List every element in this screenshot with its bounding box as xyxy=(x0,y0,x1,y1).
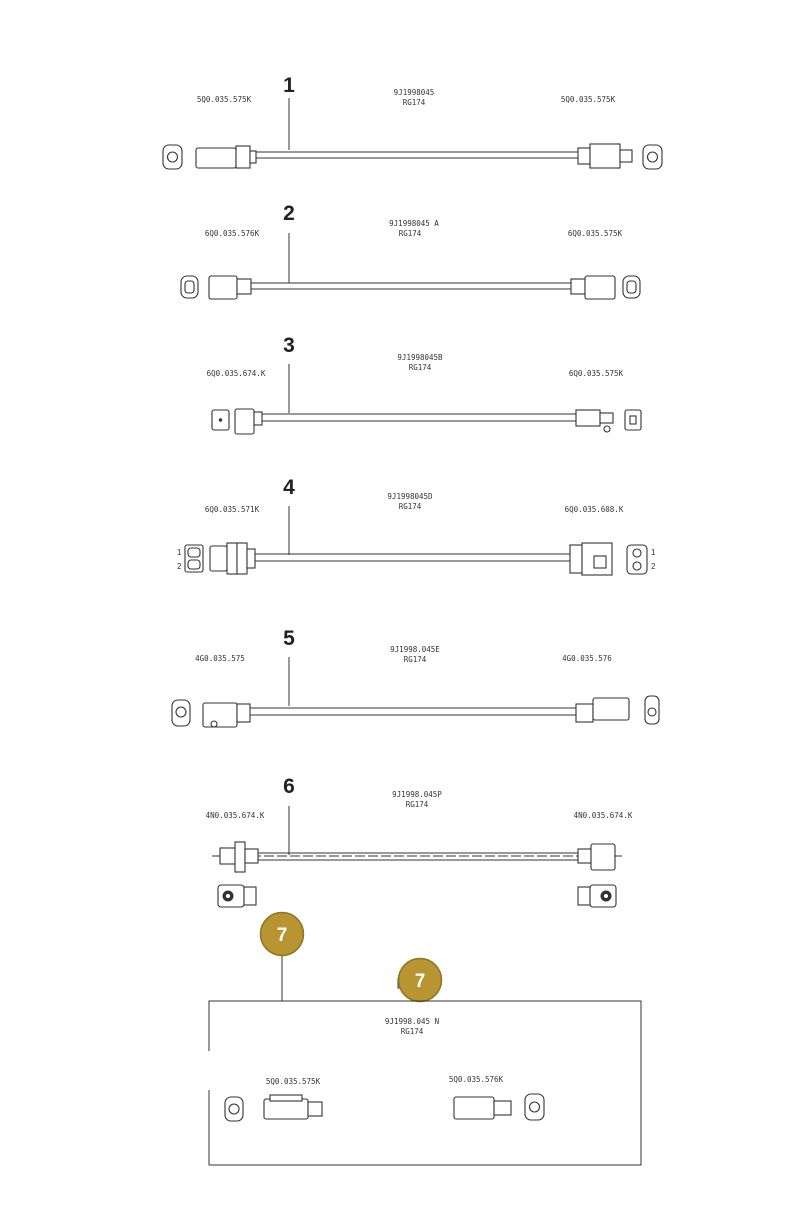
item-7-left-connector: 5Q0.035.575K xyxy=(266,1077,321,1086)
cable-4-pin-right-1: 1 xyxy=(651,548,656,557)
cable-2-cable-type: RG174 xyxy=(399,229,422,238)
cable-5-right-housing xyxy=(575,697,630,723)
cable-3-part-no: 9J1998045B xyxy=(397,353,443,362)
cable-1-right-connector: 5Q0.035.575K xyxy=(561,95,616,104)
cable-5-left-housing xyxy=(202,702,251,728)
cable-4-right-end-view xyxy=(626,544,648,575)
cable-2-right-end-view xyxy=(622,275,641,299)
item-7-kit-frame xyxy=(208,1000,642,1166)
cable-3-left-end-view xyxy=(211,409,230,431)
cable-2: 2 9J1998045 A RG174 6Q0.035.576K 6Q0.035… xyxy=(180,202,641,300)
item-7-left-connector-housing xyxy=(263,1094,323,1120)
cable-6-cable-type: RG174 xyxy=(406,800,429,809)
cable-6-left-connector: 4N0.035.674.K xyxy=(206,811,265,820)
cable-5-number: 5 xyxy=(283,627,295,650)
cable-4-cable-type: RG174 xyxy=(399,502,422,511)
cable-2-right-connector: 6Q0.035.575K xyxy=(568,229,623,238)
cable-2-right-housing xyxy=(570,275,616,300)
cable-1-right-housing xyxy=(577,143,633,169)
cable-3-left-housing xyxy=(234,408,263,435)
cable-3-right-housing xyxy=(575,409,614,433)
cable-6-right-housing xyxy=(577,843,616,871)
item-7-secondary-badge-number: 7 xyxy=(415,971,426,992)
cable-1-left-end-view xyxy=(162,144,183,170)
cable-4-pin-left-2: 2 xyxy=(177,562,182,571)
cable-1: 1 9J1998045 RG174 5Q0.035.575K 5Q0.035.5… xyxy=(162,74,663,170)
cable-5-cable-type: RG174 xyxy=(404,655,427,664)
cable-2-left-housing xyxy=(208,275,252,300)
cable-4-pin-left-1: 1 xyxy=(177,548,182,557)
cable-6-right-end-view xyxy=(577,884,617,908)
cable-5-right-connector: 4G0.035.576 xyxy=(562,654,612,663)
cable-4-part-no: 9J1998045D xyxy=(387,492,433,501)
cable-1-part-no: 9J1998045 xyxy=(394,88,435,97)
cable-5-part-no: 9J1998.045E xyxy=(390,645,440,654)
item-7-cable-type: RG174 xyxy=(401,1027,424,1036)
cable-4-left-connector: 6Q0.035.571K xyxy=(205,505,260,514)
item-7-right-connector-housing xyxy=(453,1096,512,1120)
cable-6-number: 6 xyxy=(283,775,295,798)
cable-5-right-end-view xyxy=(644,695,660,725)
cable-2-left-connector: 6Q0.035.576K xyxy=(205,229,260,238)
cable-4-right-housing xyxy=(569,542,613,576)
cable-6-left-housing xyxy=(219,841,259,873)
cable-3-cable-type: RG174 xyxy=(409,363,432,372)
cable-5-left-connector: 4G0.035.575 xyxy=(195,654,245,663)
item-7-left-end-view xyxy=(224,1096,244,1122)
cable-3: 3 9J1998045B RG174 6Q0.035.674.K 6Q0.035… xyxy=(207,334,642,435)
cable-4-number: 4 xyxy=(283,476,295,499)
cable-4-left-housing xyxy=(209,542,256,575)
item-7-badge xyxy=(259,911,305,957)
cable-3-right-end-view xyxy=(624,409,642,431)
cable-5: 5 9J1998.045E RG174 4G0.035.575 4G0.035.… xyxy=(171,627,660,728)
item-7: 7 7 9J1998.045 N RG174 5Q0.035.575K 5Q0.… xyxy=(208,911,642,1166)
item-7-right-end-view xyxy=(524,1093,545,1121)
cable-5-left-end-view xyxy=(171,699,191,727)
item-7-part-no: 9J1998.045 N xyxy=(385,1017,439,1026)
cable-3-right-connector: 6Q0.035.575K xyxy=(569,369,624,378)
cable-4-left-end-view xyxy=(184,544,204,573)
cable-6-right-connector: 4N0.035.674.K xyxy=(574,811,633,820)
cable-2-part-no: 9J1998045 A xyxy=(389,219,439,228)
cable-1-left-housing xyxy=(195,145,257,169)
item-7-right-connector: 5Q0.035.576K xyxy=(449,1075,504,1084)
item-7-badge-number: 7 xyxy=(277,925,288,946)
cable-1-cable-type: RG174 xyxy=(403,98,426,107)
cable-3-left-connector: 6Q0.035.674.K xyxy=(207,369,266,378)
cable-6-part-no: 9J1998.045P xyxy=(392,790,442,799)
cable-4-right-connector: 6Q0.035.608.K xyxy=(565,505,624,514)
cable-4-pin-right-2: 2 xyxy=(651,562,656,571)
cable-6: 6 9J1998.045P RG174 4N0.035.674.K 4N0.03… xyxy=(206,775,633,908)
cable-3-number: 3 xyxy=(283,334,295,357)
cable-1-number: 1 xyxy=(283,74,295,97)
cable-4: 4 9J1998045D RG174 6Q0.035.571K 6Q0.035.… xyxy=(177,476,656,576)
cable-1-left-connector: 5Q0.035.575K xyxy=(197,95,252,104)
cable-6-left-end-view xyxy=(217,884,257,908)
cable-2-left-end-view xyxy=(180,275,199,299)
cable-1-right-end-view xyxy=(642,144,663,170)
cable-2-number: 2 xyxy=(283,202,295,225)
